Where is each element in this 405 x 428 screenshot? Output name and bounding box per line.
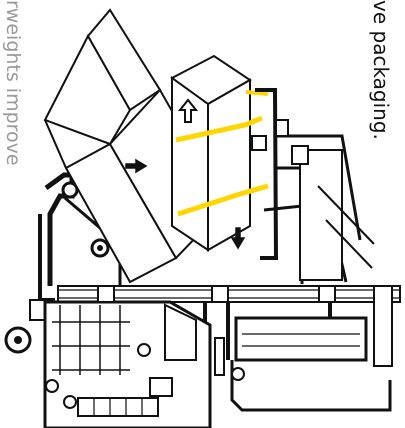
right-arrow-icon [125, 158, 148, 174]
machine-details [97, 119, 336, 303]
caption-right: ve packaging. [369, 0, 393, 140]
right-frame [255, 88, 375, 284]
up-arrow-icon [177, 98, 199, 123]
caption-left: rweights improve [2, 0, 24, 166]
strapping-bands [175, 90, 269, 217]
down-arrow-icon [230, 227, 246, 250]
machine-body [43, 300, 212, 428]
upright-carton [170, 54, 252, 252]
right-machine-base [214, 316, 392, 412]
